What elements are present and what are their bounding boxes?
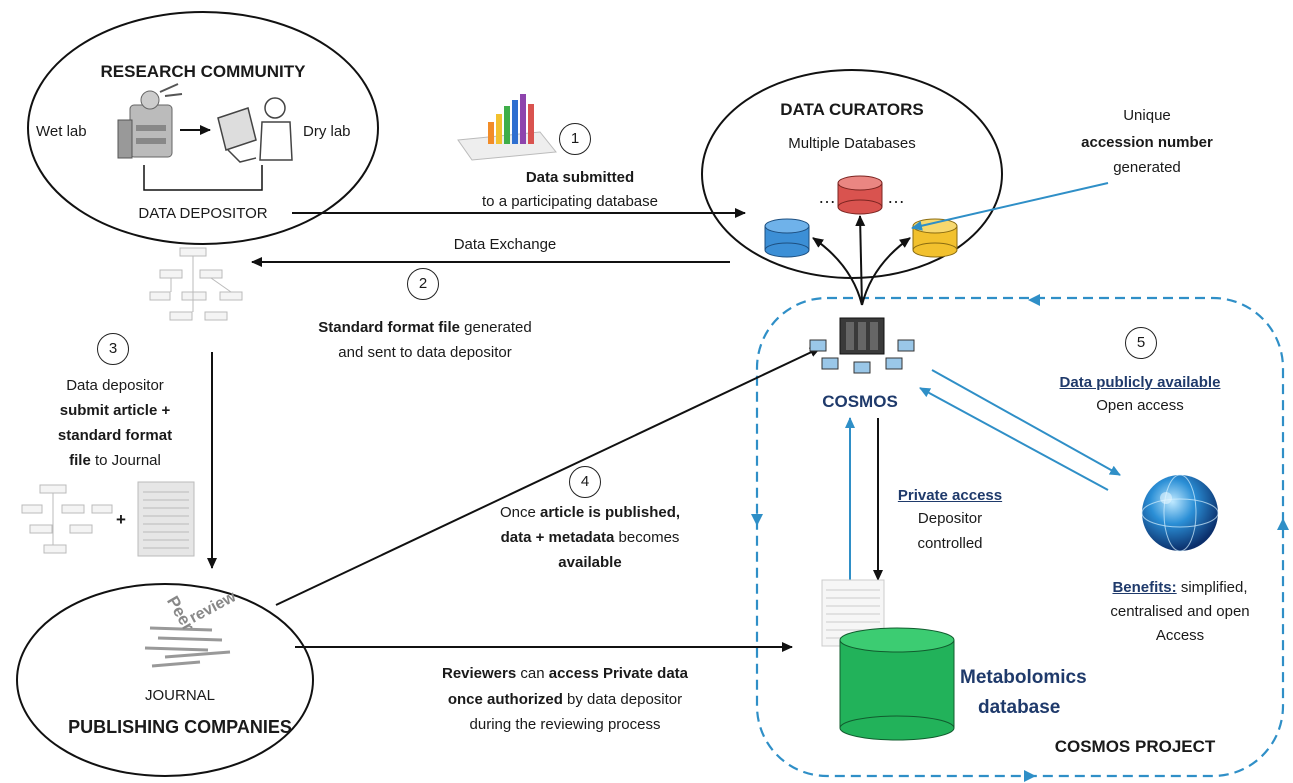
research-community-ellipse: [27, 11, 379, 245]
benefits-line-1: Benefits: simplified,: [1112, 579, 1248, 596]
benefits-line-2: centralised and open: [1110, 603, 1250, 620]
dry-lab-illustration: [217, 97, 293, 163]
metabolomics-database-cylinder: [839, 627, 955, 741]
benefits-line-3: Access: [1155, 627, 1205, 644]
cosmos-server-icon: [809, 317, 915, 374]
boundary-arrow-bottom: [1024, 770, 1036, 782]
boundary-arrow-top: [1028, 294, 1040, 306]
step-4-line-3: available: [558, 554, 622, 571]
open-access-label: Open access: [1096, 397, 1184, 414]
step-5-badge: 5: [1125, 327, 1157, 359]
data-curators-title: DATA CURATORS: [780, 100, 924, 119]
multiple-databases-label: Multiple Databases: [788, 135, 916, 152]
step-3-line-2: submit article +: [59, 402, 171, 419]
standard-format-file-icon: [149, 247, 243, 321]
sent-to-depositor-label: and sent to data depositor: [338, 344, 512, 361]
step-2-badge: 2: [407, 268, 439, 300]
cosmos-to-db-blue-arrow: [812, 237, 863, 306]
database-yellow-cylinder: [912, 218, 958, 258]
accession-number-arrow: [911, 182, 1109, 231]
research-community-title: RESEARCH COMMUNITY: [100, 62, 306, 81]
cosmos-project-boundary: [755, 296, 1285, 778]
cosmos-label: COSMOS: [822, 392, 898, 411]
standard-format-label: Standard format file generated: [318, 319, 532, 336]
depositor-label: Depositor: [917, 510, 983, 527]
accession-unique-label: Unique: [1123, 107, 1171, 124]
step-3-line-4: file to Journal: [69, 452, 161, 469]
cosmos-project-label: COSMOS PROJECT: [1054, 737, 1216, 756]
journal-label: JOURNAL: [144, 687, 215, 704]
boundary-arrow-right: [1277, 518, 1289, 530]
data-submitted-label: Data submitted: [525, 169, 635, 186]
databases-ellipsis-left: …: [818, 187, 836, 207]
submitted-data-chart-icon: [457, 94, 557, 161]
globe-to-cosmos-arrow: [919, 387, 1109, 491]
cosmos-to-globe-arrow: [931, 369, 1121, 476]
plus-sign: +: [116, 510, 126, 529]
published-to-cosmos-arrow: [275, 347, 821, 606]
data-publicly-available-label: Data publicly available: [1059, 374, 1221, 391]
wet-lab-illustration: [117, 83, 183, 159]
dry-lab-label: Dry lab: [303, 123, 351, 140]
private-access-label: Private access: [897, 487, 1003, 504]
depositor-bracket: [143, 165, 263, 191]
data-depositor-label: DATA DEPOSITOR: [138, 205, 268, 222]
boundary-arrow-left: [751, 514, 763, 526]
globe-icon: [1141, 474, 1219, 552]
reviewers-line-3: during the reviewing process: [469, 716, 661, 733]
step-4-badge: 4: [569, 466, 601, 498]
article-and-file-icon: [21, 481, 195, 557]
metabolomics-line-2: database: [978, 697, 1061, 718]
accession-number-label: accession number: [1081, 134, 1213, 151]
publishing-companies-title: PUBLISHING COMPANIES: [68, 717, 292, 737]
step-4-line-1: Once article is published,: [499, 504, 681, 521]
step-3-badge: 3: [97, 333, 129, 365]
wet-lab-label: Wet lab: [36, 123, 87, 140]
metabolomics-line-1: Metabolomics: [960, 667, 1087, 688]
controlled-label: controlled: [917, 535, 983, 552]
peer-review-word-cloud: [144, 626, 231, 668]
reviewers-line-2: once authorized by data depositor: [447, 691, 683, 708]
step-1-badge: 1: [559, 123, 591, 155]
step-3-line-1: Data depositor: [66, 377, 164, 394]
accession-generated-label: generated: [1113, 159, 1181, 176]
participating-database-label: to a participating database: [482, 193, 658, 210]
step-4-line-2: data + metadata becomes: [500, 529, 680, 546]
publishing-companies-ellipse: [16, 583, 314, 777]
cosmos-to-db-red-arrow: [855, 215, 866, 306]
data-exchange-label: Data Exchange: [453, 236, 557, 253]
cosmos-to-db-yellow-arrow: [861, 237, 911, 306]
database-red-cylinder: [837, 175, 883, 215]
reviewers-line-1: Reviewers can access Private data: [441, 665, 688, 682]
database-blue-cylinder: [764, 218, 810, 258]
step-3-line-3: standard format: [57, 427, 173, 444]
databases-ellipsis-right: …: [887, 187, 905, 207]
